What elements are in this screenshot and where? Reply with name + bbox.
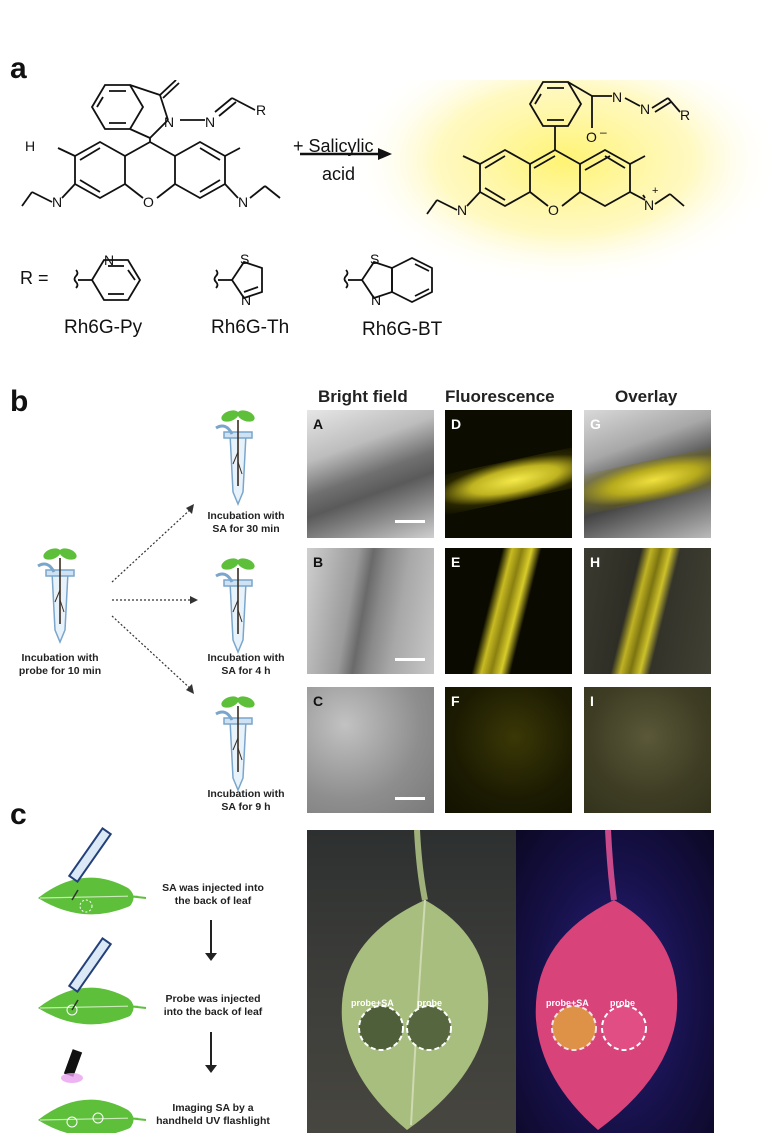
step-arrow-1 bbox=[210, 920, 212, 956]
atom-n-benzothiazole: N bbox=[371, 292, 381, 308]
image-bright-field-9h: C bbox=[307, 687, 434, 813]
scale-bar bbox=[395, 797, 425, 800]
leaf-photo-bright: probe+SA probe bbox=[307, 830, 516, 1133]
panel-label-a: a bbox=[10, 52, 27, 85]
plus-charge: + bbox=[652, 185, 658, 197]
atom-n2-product: N bbox=[640, 101, 650, 117]
leaf-photo-uv: probe+SA probe bbox=[516, 830, 714, 1133]
derivative-label-bt: Rh6G-BT bbox=[362, 319, 443, 340]
uv-label-probe: probe bbox=[610, 998, 636, 1008]
atom-o-carbonyl: O bbox=[172, 80, 183, 81]
atom-s-thiazole: S bbox=[240, 251, 249, 267]
image-overlay-30min: G bbox=[584, 410, 711, 538]
image-overlay-4h: H bbox=[584, 548, 711, 674]
seedling-probe bbox=[36, 544, 80, 644]
syringe-icon bbox=[67, 936, 113, 1011]
column-header-overlay: Overlay bbox=[615, 387, 678, 406]
step-arrow-2 bbox=[210, 1032, 212, 1068]
atom-n-pyridine: N bbox=[104, 252, 114, 268]
incubation-schematic bbox=[36, 406, 258, 792]
image-bright-field-30min: A bbox=[307, 410, 434, 538]
image-fluorescence-30min: D bbox=[445, 410, 572, 538]
atom-n-imine: N bbox=[205, 114, 215, 130]
arrowhead-up bbox=[186, 504, 194, 514]
arrowhead-down bbox=[186, 684, 194, 694]
syringe-icon bbox=[67, 826, 113, 901]
scale-bar bbox=[395, 520, 425, 523]
reaction-arrowhead bbox=[378, 148, 392, 160]
column-header-fluorescence: Fluorescence bbox=[445, 387, 555, 406]
atom-nh-right: N bbox=[238, 194, 248, 210]
caption-sa-4h: Incubation with SA for 4 h bbox=[207, 652, 285, 677]
atom-o-xanthene: O bbox=[143, 194, 154, 210]
atom-n-lactam: N bbox=[164, 114, 174, 130]
seedling-9h bbox=[214, 692, 258, 792]
product-structure bbox=[426, 81, 685, 215]
image-fluorescence-4h: E bbox=[445, 548, 572, 674]
atom-s-benzothiazole: S bbox=[370, 251, 379, 267]
step-1-text: SA was injected into the back of leaf bbox=[162, 882, 264, 907]
atom-nh-left-product: N bbox=[457, 202, 467, 218]
reagent-line-2: acid bbox=[322, 164, 356, 184]
image-bright-field-4h: B bbox=[307, 548, 434, 674]
panel-label-c: c bbox=[10, 798, 27, 831]
r-group-structures bbox=[73, 256, 433, 304]
image-overlay-9h: I bbox=[584, 687, 711, 813]
reaction-scheme: O N N R O H N N N N R O bbox=[20, 80, 773, 308]
step-3-text: Imaging SA by a handheld UV flashlight bbox=[156, 1102, 270, 1127]
photo-label-probe-sa: probe+SA bbox=[351, 998, 394, 1008]
leaf-step-2 bbox=[37, 986, 147, 1026]
atom-nh-right-product: N bbox=[644, 197, 654, 213]
uv-label-probe-sa: probe+SA bbox=[546, 998, 589, 1008]
column-header-bright-field: Bright field bbox=[318, 387, 408, 406]
seedling-4h bbox=[214, 554, 258, 654]
atom-r: R bbox=[256, 102, 266, 118]
leaf-step-3 bbox=[37, 1098, 147, 1133]
reagent-line-1: + Salicylic bbox=[293, 136, 374, 156]
derivative-label-th: Rh6G-Th bbox=[211, 317, 290, 338]
step-2-text: Probe was injected into the back of leaf bbox=[163, 993, 263, 1018]
caption-sa-9h: Incubation with SA for 9 h bbox=[207, 788, 285, 813]
atom-o-minus: O bbox=[586, 129, 597, 145]
image-fluorescence-9h: F bbox=[445, 687, 572, 813]
arrowhead-mid bbox=[190, 596, 198, 604]
atom-o-xanthene-product: O bbox=[548, 202, 559, 218]
uv-flashlight-icon bbox=[61, 1049, 83, 1083]
reactant-structure bbox=[21, 80, 281, 207]
scale-bar bbox=[395, 658, 425, 661]
r-equals-label: R = bbox=[20, 268, 49, 288]
atom-n-thiazole: N bbox=[241, 292, 251, 308]
atom-h3c-left: H bbox=[25, 138, 35, 154]
leaf-injection-schematic bbox=[37, 826, 147, 1133]
caption-sa-30min: Incubation with SA for 30 min bbox=[207, 510, 285, 535]
product-glow bbox=[350, 80, 773, 285]
caption-probe-incubation: Incubation with probe for 10 min bbox=[18, 652, 102, 677]
atom-n1-product: N bbox=[612, 89, 622, 105]
derivative-label-py: Rh6G-Py bbox=[64, 317, 143, 338]
minus-charge: – bbox=[600, 125, 607, 139]
seedling-30min bbox=[214, 406, 258, 506]
leaf-step-1 bbox=[37, 876, 147, 916]
atom-r-product: R bbox=[680, 107, 690, 123]
atom-nh-left: N bbox=[52, 194, 62, 210]
branch-arrows bbox=[111, 507, 193, 691]
panel-label-b: b bbox=[10, 385, 29, 418]
photo-label-probe: probe bbox=[417, 998, 443, 1008]
